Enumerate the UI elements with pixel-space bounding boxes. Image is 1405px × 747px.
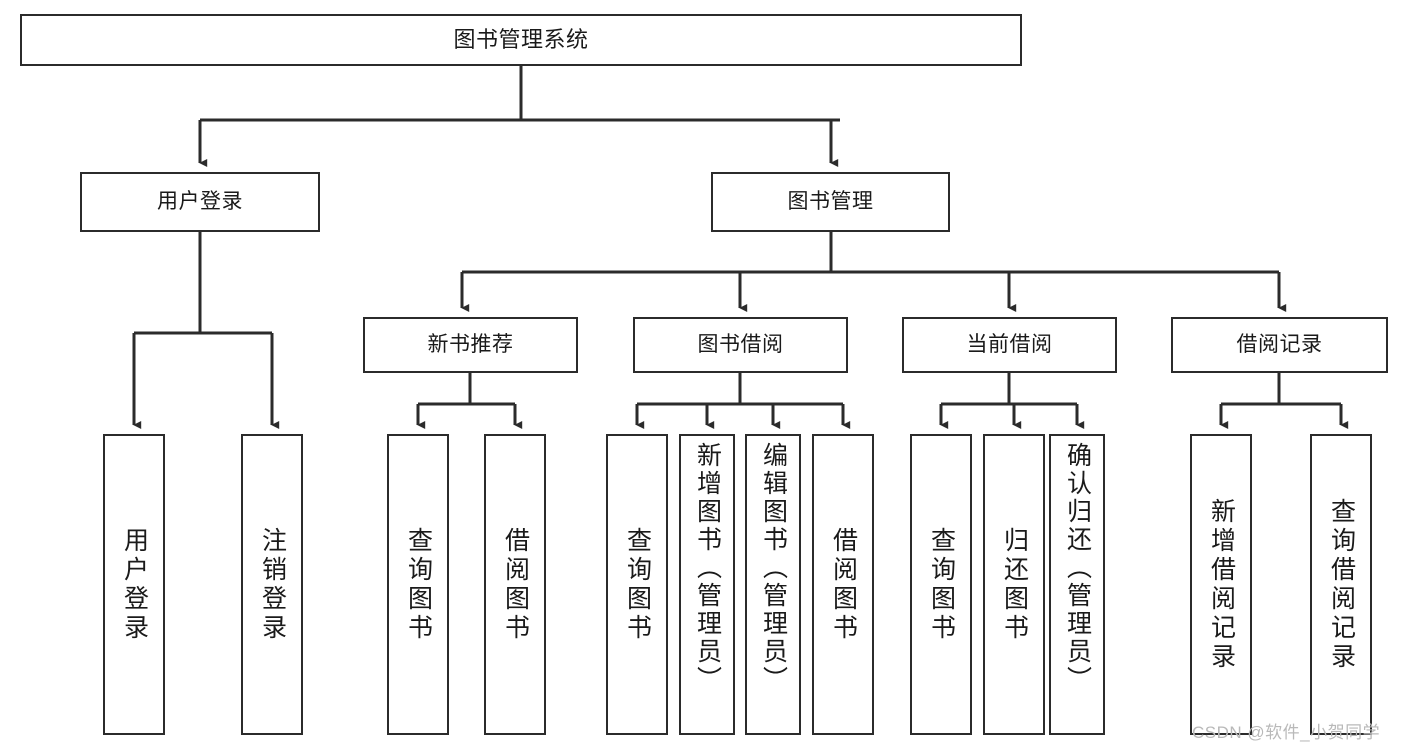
node-root[interactable]: 图书管理系统: [20, 14, 1022, 66]
node-leaf-add-record-label: 新增借阅记录: [1207, 497, 1236, 672]
node-leaf-borrow-book-2[interactable]: 借阅图书: [812, 434, 874, 735]
node-leaf-query-book-1-label: 查询图书: [404, 526, 433, 643]
node-current-borrow-label: 当前借阅: [966, 332, 1053, 356]
node-leaf-return-book[interactable]: 归还图书: [983, 434, 1045, 735]
node-book-manage-label: 图书管理: [787, 189, 874, 213]
node-current-borrow[interactable]: 当前借阅: [902, 317, 1117, 373]
node-book-manage[interactable]: 图书管理: [711, 172, 950, 232]
node-leaf-add-book[interactable]: 新增图书（管理员）: [679, 434, 735, 735]
node-leaf-confirm-return[interactable]: 确认归还（管理员）: [1049, 434, 1105, 735]
node-leaf-query-book-1[interactable]: 查询图书: [387, 434, 449, 735]
node-new-book-recommend-label: 新书推荐: [427, 332, 514, 356]
node-leaf-query-record-label: 查询借阅记录: [1327, 497, 1356, 672]
node-leaf-borrow-book-1[interactable]: 借阅图书: [484, 434, 546, 735]
node-root-label: 图书管理系统: [453, 27, 589, 53]
node-leaf-logout[interactable]: 注销登录: [241, 434, 303, 735]
node-leaf-query-book-2-label: 查询图书: [623, 526, 652, 643]
node-leaf-user-login-label: 用户登录: [120, 526, 149, 643]
node-leaf-query-book-2[interactable]: 查询图书: [606, 434, 668, 735]
node-book-borrow[interactable]: 图书借阅: [633, 317, 848, 373]
node-leaf-logout-label: 注销登录: [258, 526, 287, 643]
node-leaf-query-book-3-label: 查询图书: [927, 526, 956, 643]
node-user-login[interactable]: 用户登录: [80, 172, 320, 232]
node-leaf-borrow-book-1-label: 借阅图书: [501, 526, 530, 643]
node-leaf-query-book-3[interactable]: 查询图书: [910, 434, 972, 735]
node-borrow-record-label: 借阅记录: [1236, 332, 1323, 356]
node-new-book-recommend[interactable]: 新书推荐: [363, 317, 578, 373]
node-borrow-record[interactable]: 借阅记录: [1171, 317, 1388, 373]
node-leaf-return-book-label: 归还图书: [1000, 526, 1029, 643]
node-leaf-add-book-label: 新增图书（管理员）: [693, 442, 722, 694]
node-book-borrow-label: 图书借阅: [697, 332, 784, 356]
csdn-watermark: CSDN @软件_小贺同学: [1192, 723, 1381, 742]
node-leaf-borrow-book-2-label: 借阅图书: [829, 526, 858, 643]
node-leaf-confirm-return-label: 确认归还（管理员）: [1063, 442, 1092, 694]
node-user-login-label: 用户登录: [157, 189, 243, 213]
node-leaf-edit-book-label: 编辑图书（管理员）: [759, 442, 788, 694]
node-leaf-query-record[interactable]: 查询借阅记录: [1310, 434, 1372, 735]
node-leaf-edit-book[interactable]: 编辑图书（管理员）: [745, 434, 801, 735]
node-leaf-user-login[interactable]: 用户登录: [103, 434, 165, 735]
node-leaf-add-record[interactable]: 新增借阅记录: [1190, 434, 1252, 735]
